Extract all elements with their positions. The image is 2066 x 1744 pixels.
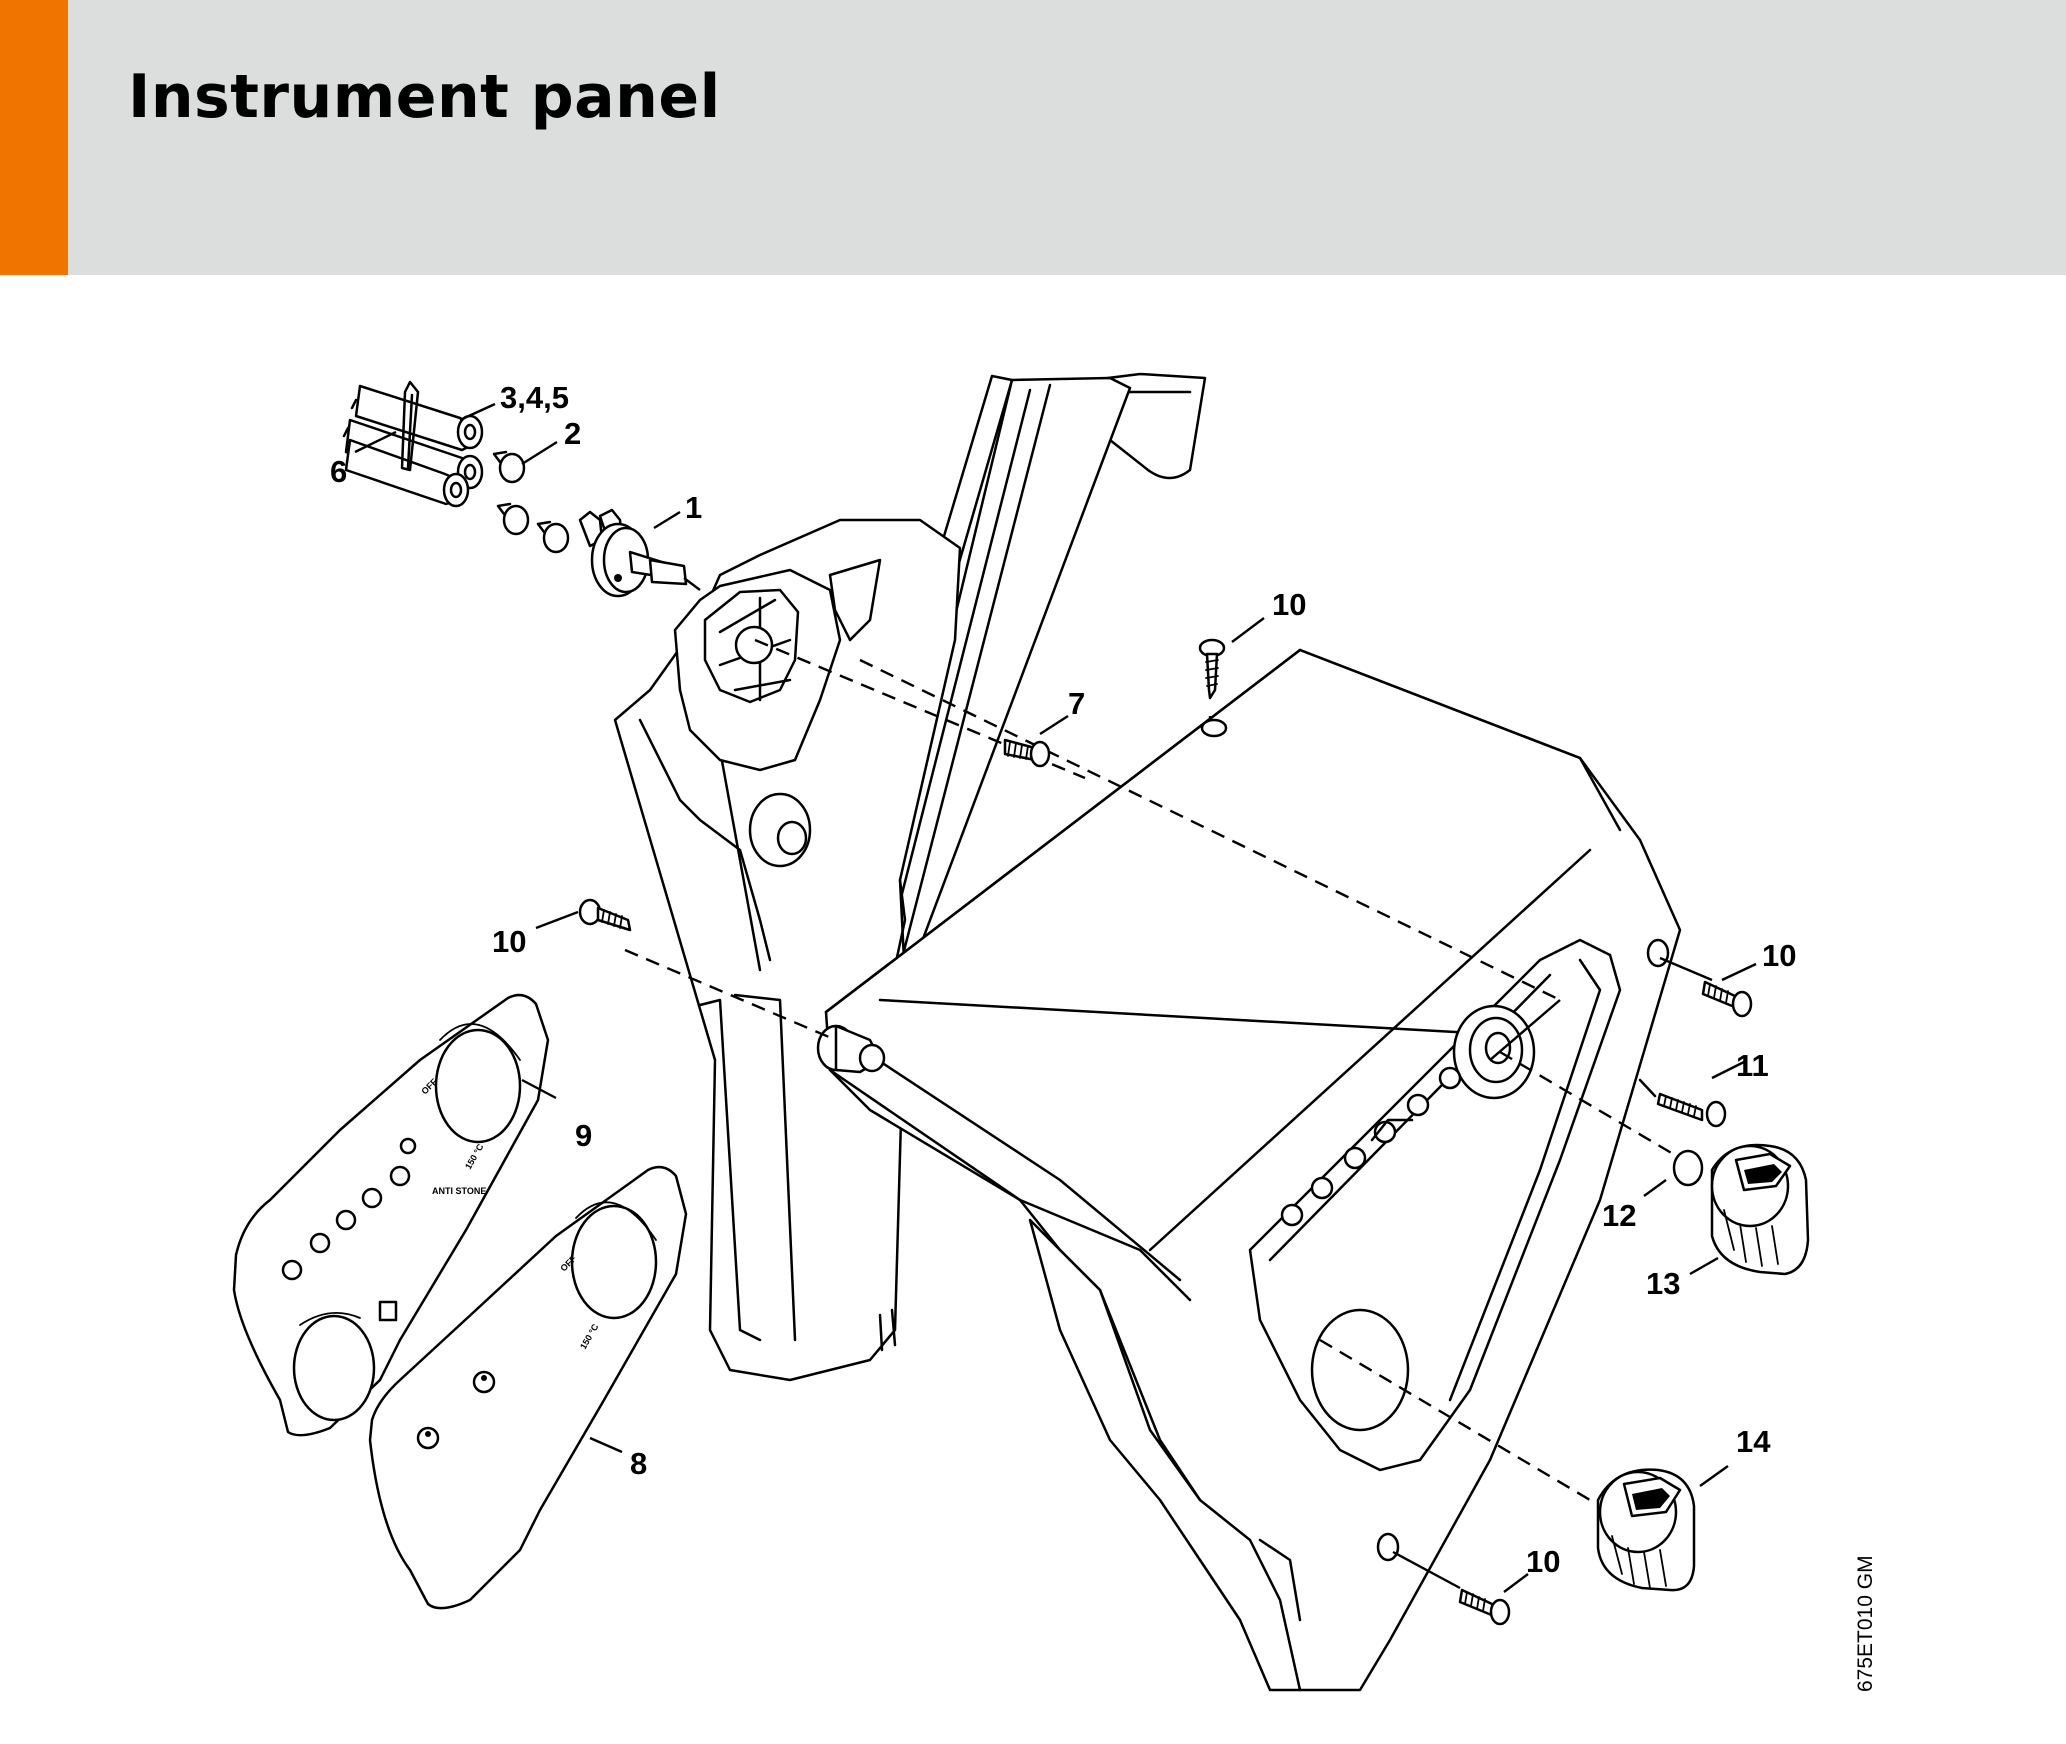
decal-8: OFF 150 °C	[368, 1165, 688, 1610]
decal-9: OFF ANTI STONE 150 °C	[232, 993, 550, 1437]
hose-clamps-2	[492, 450, 570, 554]
o-ring-12	[1672, 1149, 1704, 1187]
screw-11	[1638, 1078, 1727, 1128]
callout-leaders	[354, 402, 1757, 1593]
main-housing	[613, 518, 962, 1382]
callout-10-left: 10	[492, 924, 526, 959]
callout-11: 11	[1736, 1048, 1769, 1083]
callout-345: 3,4,5	[500, 380, 569, 415]
callout-10-right-upper: 10	[1762, 938, 1796, 973]
callout-12: 12	[1602, 1198, 1636, 1233]
callout-10-top: 10	[1272, 587, 1306, 622]
callout-14: 14	[1736, 1424, 1771, 1459]
callout-6: 6	[330, 454, 347, 489]
screw-10-right-lower	[1458, 1588, 1511, 1626]
callout-1: 1	[685, 490, 702, 525]
screw-7	[1003, 738, 1051, 768]
hose-connector-1	[578, 508, 688, 598]
knob-13	[1710, 1143, 1810, 1276]
screw-10-left	[578, 898, 632, 932]
screw-10-right-upper	[1701, 980, 1753, 1018]
callout-7: 7	[1068, 686, 1085, 721]
header-band	[0, 0, 2066, 275]
screw-10-top	[1198, 638, 1228, 738]
knob-14	[1596, 1468, 1696, 1592]
callout-13: 13	[1646, 1266, 1680, 1301]
accent-bar	[0, 0, 68, 275]
instrument-housing	[816, 648, 1682, 1692]
decal-9-anti-stone-label: ANTI STONE	[432, 1186, 486, 1196]
callout-labels: 3,4,5 2 6 1 7 10 10 9 8 10 11 12 13 14 1…	[330, 380, 1796, 1579]
cable-tie-6	[400, 380, 420, 472]
drawing-code: 675ET010 GM	[1854, 1555, 1877, 1692]
callout-2: 2	[564, 416, 581, 451]
callout-9: 9	[575, 1118, 592, 1153]
callout-10-right-lower: 10	[1526, 1544, 1560, 1579]
page-title: Instrument panel	[128, 62, 721, 132]
assembly-lines	[624, 577, 1713, 1590]
callout-8: 8	[630, 1446, 647, 1481]
